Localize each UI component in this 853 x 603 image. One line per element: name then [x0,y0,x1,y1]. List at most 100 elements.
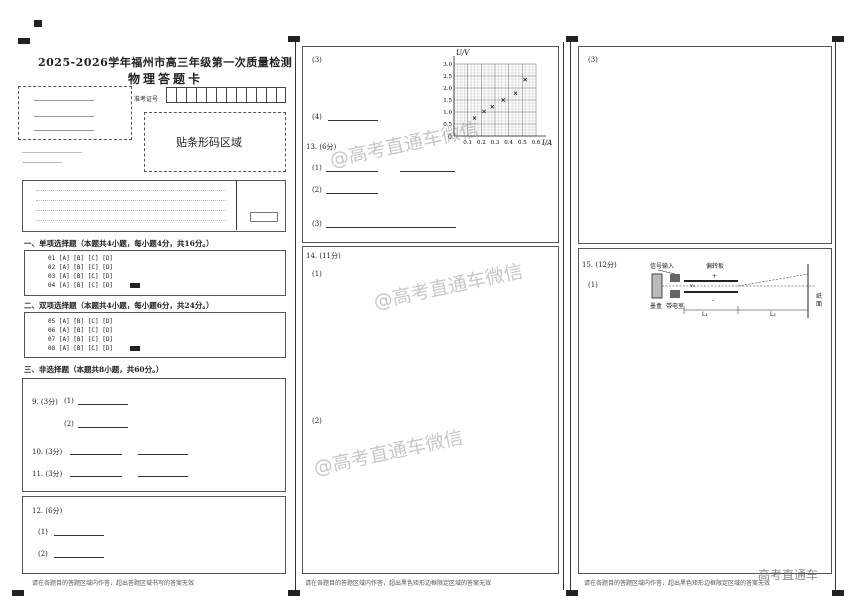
timing-mark [130,346,140,351]
y-tick-label: 1.0 [443,110,452,116]
mid-part4-label: (4) [312,113,322,121]
q12-part1-answer[interactable] [54,535,104,536]
q11-answer-2[interactable] [138,476,188,477]
graph-grid [453,63,537,137]
q9-11-box [22,378,286,492]
data-point [482,109,486,114]
l2-label: L₂ [770,311,776,318]
q12-label: 12. (6分) [32,507,63,515]
q12-part2-answer[interactable] [54,557,104,558]
fill-example [250,212,278,222]
q9-part1-answer[interactable] [78,404,128,405]
instruction-text-line [36,210,226,211]
choice-row-02[interactable]: 02 [A] [B] [C] [D] [48,264,114,271]
mid-part4-answer[interactable] [328,120,378,121]
y-tick-label: 1.5 [443,98,452,104]
q13-label: 13. (6分) [306,143,337,151]
timing-mark [130,283,140,288]
y-tick-label: 3.0 [443,62,452,68]
q10-answer-2[interactable] [138,454,188,455]
mid-top-box [302,46,559,243]
x-tick-label: 0.3 [491,140,500,146]
instruction-text-line [36,200,226,201]
q14-label: 14. (11分) [306,252,341,260]
student-info-box [18,86,132,140]
q11-label: 11. (3分) [32,470,63,478]
section-double-choice: 二、双项选择题（本题共4小题，每小题6分，共24分。） [24,301,214,310]
column-divider [570,42,571,590]
class-line[interactable] [34,116,94,117]
timing-mark [566,590,578,596]
q9-part2-label: (2) [64,420,74,428]
ink-box [651,273,663,299]
column-divider [835,42,836,590]
deflect-plate-top [684,280,738,282]
note-line [22,162,62,163]
q11-answer-1[interactable] [70,476,122,477]
instruction-text-line [36,190,226,191]
x-tick-label: 0.1 [463,140,472,146]
watermark-corner: 高考直通车 [758,568,819,582]
seat-line[interactable] [34,130,94,131]
right-top-box [578,46,832,244]
name-line[interactable] [34,100,94,101]
single-choice-box [24,250,286,296]
choice-row-05[interactable]: 05 [A] [B] [C] [D] [48,318,114,325]
q15-label: 15. (12分) [582,261,617,269]
q13-part1-answer[interactable] [326,171,378,172]
charge-electrode [670,290,680,298]
instructions-divider [236,180,237,230]
barcode-area [144,112,286,172]
timing-mark [566,36,578,42]
q12-part1-label: (1) [38,528,48,536]
q13-part3-label: (3) [312,220,322,228]
q12-part2-label: (2) [38,550,48,558]
note-line [22,152,82,153]
timing-mark [288,36,300,42]
q13-part3-answer[interactable] [326,227,456,228]
footer-mid: 请在各题目的答题区域内作答，超出黑色矩形边框限定区域的答案无效 [305,580,492,587]
page-subtitle: 物理答题卡 [128,72,204,86]
instructions-box [22,180,286,232]
double-choice-box [24,312,286,358]
x-tick-label: 0.5 [518,140,527,146]
mid-part3-label: (3) [312,56,322,64]
choice-row-01[interactable]: 01 [A] [B] [C] [D] [48,255,114,262]
timing-mark [832,590,844,596]
v0-label: v₀ [690,283,695,289]
data-point [513,91,518,96]
x-tick-label: 0.4 [504,140,513,146]
q14-part2-label: (2) [312,417,322,425]
charge-electrode [670,274,680,282]
right-part3-label: (3) [588,56,598,64]
exam-number-grid[interactable] [166,87,286,103]
choice-row-04[interactable]: 04 [A] [B] [C] [D] [48,282,114,289]
x-tick-label: 0.2 [477,140,486,146]
q9-part2-answer[interactable] [78,427,128,428]
l1-label: L₁ [702,311,708,318]
column-divider [295,42,296,590]
y-tick-label: 0.5 [443,122,452,128]
choice-row-06[interactable]: 06 [A] [B] [C] [D] [48,327,114,334]
q13-part1-answer-2[interactable] [400,171,455,172]
ink-box-label: 墨盒 [650,302,662,310]
instruction-text-line [36,220,226,221]
minus-sign: - [712,297,714,304]
q10-label: 10. (3分) [32,448,63,456]
q15-box [578,248,832,574]
inkjet-printer-diagram: 信号输入 偏转板 墨盒 带电室 纸 面 L₁ L₂ + - v₀ [650,262,822,318]
q9-part1-label: (1) [64,397,74,405]
q13-part2-answer[interactable] [326,193,378,194]
data-point [501,98,506,102]
choice-row-03[interactable]: 03 [A] [B] [C] [D] [48,273,114,280]
q10-answer-1[interactable] [70,454,122,455]
y-tick-label: 2.0 [443,86,452,92]
section-single-choice: 一、单项选择题（本题共4小题，每小题4分，共16分。） [24,239,214,248]
graph-origin: 0 [448,134,452,141]
footer-left: 请在各题目的答题区域内作答，超出答题区域书写的答案无效 [32,580,195,587]
q14-box [302,246,559,574]
exam-number-label: 准考证号 [134,96,159,103]
deflect-plate-bottom [684,291,738,293]
choice-row-07[interactable]: 07 [A] [B] [C] [D] [48,336,114,343]
choice-row-08[interactable]: 08 [A] [B] [C] [D] [48,345,114,352]
